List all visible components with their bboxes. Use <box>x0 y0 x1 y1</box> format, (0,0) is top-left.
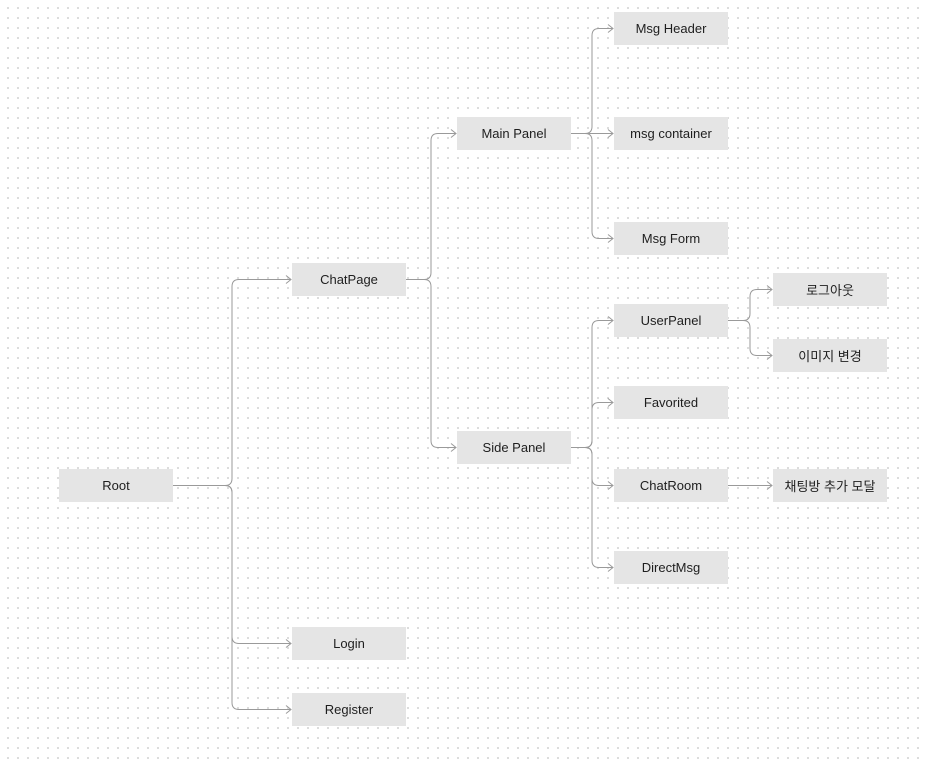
connector-sidepanel-to-favorited <box>571 402 613 448</box>
arrowhead-icon <box>766 481 773 490</box>
arrowhead-icon <box>607 316 614 325</box>
connector-root-to-chatpage <box>173 279 291 486</box>
arrowhead-icon <box>766 285 773 294</box>
node-chatpage[interactable]: ChatPage <box>292 263 406 296</box>
node-add-room-modal[interactable]: 채팅방 추가 모달 <box>773 469 887 502</box>
connector-mainpanel-to-msgheader <box>571 28 613 134</box>
arrowhead-icon <box>607 481 614 490</box>
connector-chatpage-to-mainpanel <box>406 133 456 280</box>
connector-sidepanel-to-userpanel <box>571 320 613 448</box>
arrowhead-icon <box>607 24 614 33</box>
node-user-panel[interactable]: UserPanel <box>614 304 728 337</box>
arrowhead-icon <box>450 443 457 452</box>
connector-root-to-register <box>173 485 291 710</box>
arrowhead-icon <box>607 234 614 243</box>
connector-userpanel-to-changeimage <box>728 320 772 356</box>
arrowhead-icon <box>450 129 457 138</box>
connector-root-to-login <box>173 485 291 644</box>
node-register[interactable]: Register <box>292 693 406 726</box>
node-direct-msg[interactable]: DirectMsg <box>614 551 728 584</box>
node-logout[interactable]: 로그아웃 <box>773 273 887 306</box>
connector-sidepanel-to-directmsg <box>571 447 613 568</box>
node-msg-container[interactable]: msg container <box>614 117 728 150</box>
node-msg-header[interactable]: Msg Header <box>614 12 728 45</box>
arrowhead-icon <box>607 398 614 407</box>
connector-chatpage-to-sidepanel <box>406 279 456 448</box>
arrowhead-icon <box>285 275 292 284</box>
node-msg-form[interactable]: Msg Form <box>614 222 728 255</box>
connector-userpanel-to-logout <box>728 289 772 321</box>
arrowhead-icon <box>285 705 292 714</box>
node-change-image[interactable]: 이미지 변경 <box>773 339 887 372</box>
arrowhead-icon <box>607 129 614 138</box>
node-side-panel[interactable]: Side Panel <box>457 431 571 464</box>
arrowhead-icon <box>285 639 292 648</box>
connector-mainpanel-to-msgform <box>571 133 613 239</box>
node-root[interactable]: Root <box>59 469 173 502</box>
arrowhead-icon <box>766 351 773 360</box>
node-chatroom[interactable]: ChatRoom <box>614 469 728 502</box>
arrowhead-icon <box>607 563 614 572</box>
node-login[interactable]: Login <box>292 627 406 660</box>
node-favorited[interactable]: Favorited <box>614 386 728 419</box>
connector-sidepanel-to-chatroom <box>571 447 613 486</box>
node-main-panel[interactable]: Main Panel <box>457 117 571 150</box>
